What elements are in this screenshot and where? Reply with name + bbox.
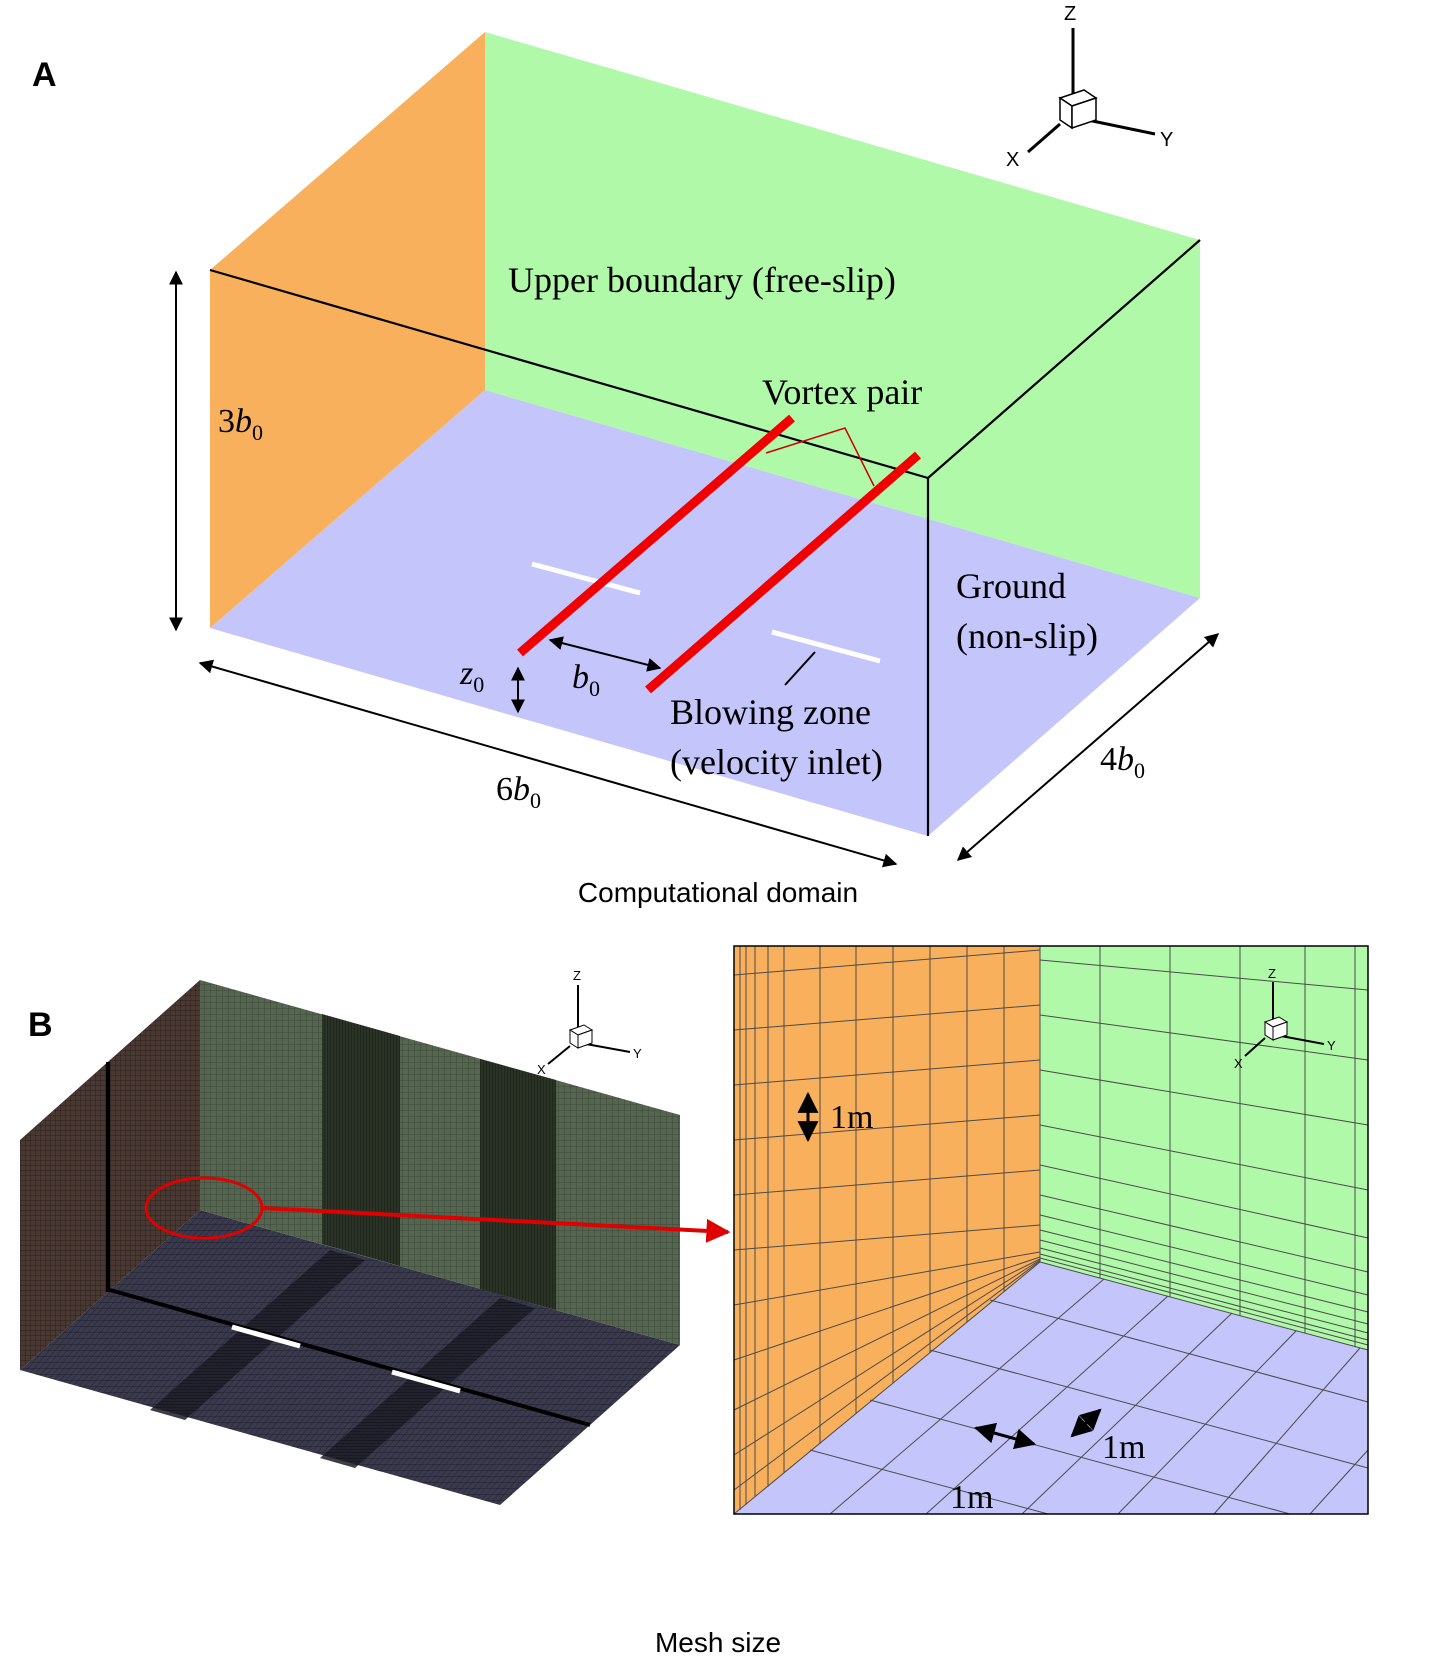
width-label: 4b0 xyxy=(1100,741,1145,783)
axis-z-label: Z xyxy=(1064,3,1076,25)
zoom-ground-grid xyxy=(733,1261,1369,1515)
zoom-side-grid xyxy=(733,946,1041,1510)
axis-z-label-zoom: Z xyxy=(1268,966,1276,981)
length-arrow xyxy=(198,659,898,868)
zoom-back-grid xyxy=(1039,946,1369,1347)
mesh-size-arrows xyxy=(797,1091,1102,1450)
width-arrow xyxy=(956,633,1220,861)
axis-x-label: X xyxy=(1006,149,1019,171)
mesh-ground-size-label-2: 1m xyxy=(1102,1429,1145,1466)
axis-x-label-b: X xyxy=(537,1062,546,1077)
b0-arrow xyxy=(548,636,662,672)
mesh-domain xyxy=(20,980,680,1505)
axis-triad-a: Z X Y xyxy=(1006,3,1173,171)
mesh-blowing-zone-2 xyxy=(391,1369,461,1394)
axis-y-label-zoom: Y xyxy=(1327,1038,1336,1053)
blowing-zone-label: Blowing zone xyxy=(670,692,871,732)
panel-a-label: A xyxy=(32,56,57,94)
blowing-zone-left xyxy=(531,561,641,596)
panel-b: B xyxy=(20,945,1369,1658)
length-label: 6b0 xyxy=(496,771,541,813)
vortex-pair-leaders xyxy=(765,427,875,487)
mesh-vertical-size-label: 1m xyxy=(830,1099,873,1136)
zoomed-mesh-view: 1m 1m 1m Z X Y xyxy=(733,945,1369,1516)
side-wall xyxy=(210,32,485,628)
mesh-back-wall xyxy=(200,980,680,1345)
back-wall xyxy=(485,32,1200,598)
mesh-blowing-zone-1 xyxy=(231,1324,301,1349)
panel-b-caption: Mesh size xyxy=(655,1627,781,1658)
axis-y-label: Y xyxy=(1160,129,1173,151)
panel-b-label: B xyxy=(28,1006,53,1044)
mesh-ground-size-label-1: 1m xyxy=(950,1479,993,1516)
spacing-label: b0 xyxy=(572,659,600,701)
vortex-right xyxy=(645,451,921,694)
mesh-floor-divider xyxy=(109,1288,591,1427)
axis-z-label-b: Z xyxy=(573,968,581,983)
panel-a: A Upper boundar xyxy=(32,3,1220,908)
ground-condition-label: (non-slip) xyxy=(956,616,1098,656)
panel-a-caption: Computational domain xyxy=(578,877,858,908)
upper-boundary-label: Upper boundary (free-slip) xyxy=(508,260,896,300)
blowing-zone-right xyxy=(771,629,881,664)
vortex-pair-label: Vortex pair xyxy=(762,372,922,412)
axis-triad-b: Z X Y xyxy=(537,968,642,1077)
domain-edges xyxy=(209,239,1201,836)
mesh-wall-refined-band-1 xyxy=(322,1014,400,1266)
blowing-zone-condition-label: (velocity inlet) xyxy=(670,742,883,782)
zoom-arrow xyxy=(261,1206,731,1243)
vortex-left xyxy=(517,414,795,657)
dimension-arrows xyxy=(169,270,1220,868)
zoom-back-wall xyxy=(1040,946,1368,1350)
height-label: 3b0 xyxy=(218,403,263,445)
ground-plane xyxy=(210,390,1200,836)
axis-triad-zoom: Z X Y xyxy=(1234,966,1336,1071)
axis-y-label-b: Y xyxy=(633,1046,642,1061)
ground-label: Ground xyxy=(956,566,1066,606)
mesh-wall-refined-band-2 xyxy=(480,1059,556,1310)
vortex-height-label: z0 xyxy=(459,655,484,697)
axis-x-label-zoom: X xyxy=(1234,1056,1243,1071)
